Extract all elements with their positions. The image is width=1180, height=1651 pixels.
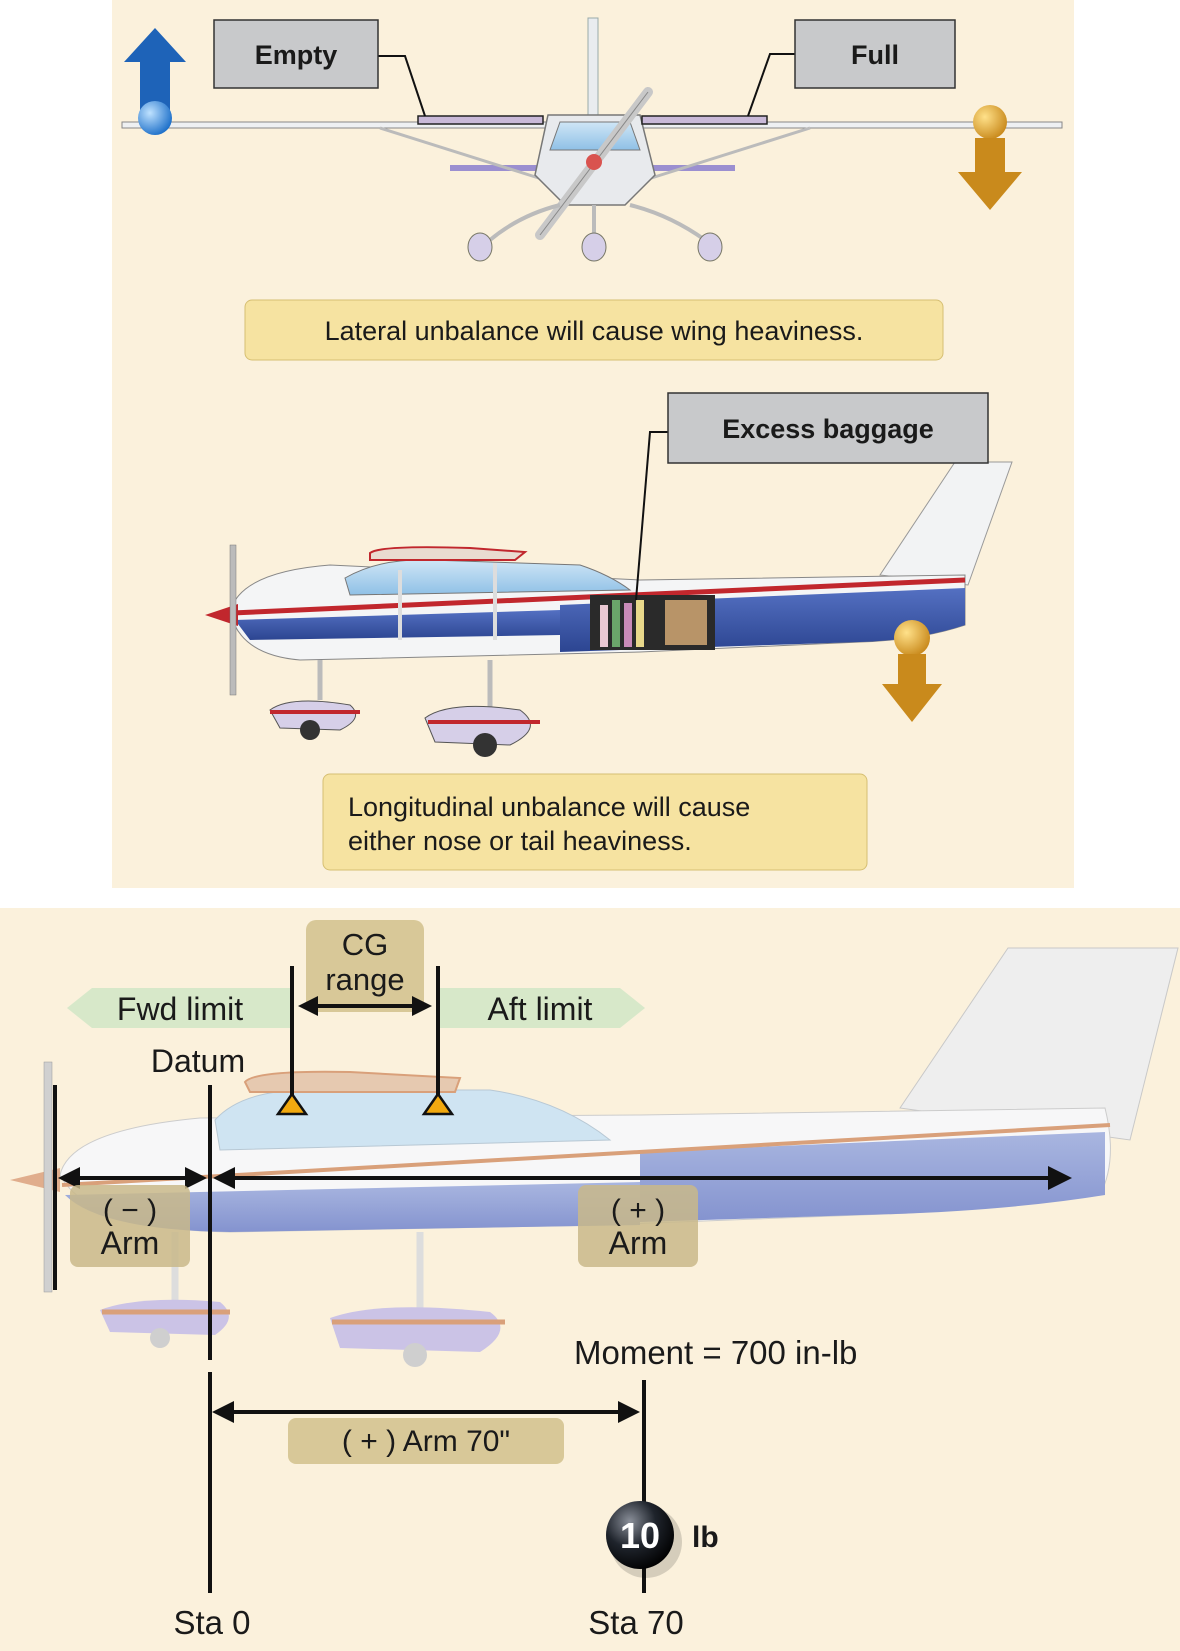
lateral-caption: Lateral unbalance will cause wing heavin… [244, 299, 944, 361]
moment-label: Moment = 700 in-lb [574, 1334, 857, 1371]
longitudinal-caption: Longitudinal unbalance will cause either… [322, 773, 868, 871]
fwd-limit-banner: Fwd limit [67, 988, 290, 1028]
negative-arm-arrow [58, 1167, 207, 1189]
negative-arm-line2: Arm [101, 1225, 160, 1261]
cg-label-line2: range [325, 962, 404, 997]
cg-range-label: CG range [306, 920, 424, 1012]
cg-label-line1: CG [342, 927, 389, 962]
empty-callout: Empty [213, 19, 426, 117]
cg-range-arrow [298, 996, 432, 1016]
lateral-caption-text: Lateral unbalance will cause wing heavin… [325, 316, 864, 346]
longitudinal-caption-line2: either nose or tail heaviness. [348, 826, 692, 856]
negative-arm-label: ( − ) Arm [70, 1185, 190, 1267]
down-arrow-icon [882, 620, 942, 722]
bottom-panel: CG range Fwd limit Aft limit Datum [0, 908, 1180, 1651]
fwd-limit-marker [275, 1091, 309, 1116]
positive-arm-line1: ( + ) [611, 1194, 665, 1227]
arm-70-arrow [212, 1401, 640, 1423]
baggage-label: Excess baggage [722, 414, 934, 444]
full-callout: Full [747, 19, 956, 117]
top-panel: Empty Full Lateral unbalance will cause … [112, 0, 1074, 888]
weight-value: 10 [620, 1515, 660, 1556]
sta-70-label: Sta 70 [588, 1604, 683, 1641]
baggage-callout: Excess baggage [635, 392, 989, 601]
arm-70-label: ( + ) Arm 70" [288, 1418, 564, 1464]
weight-unit: lb [692, 1521, 719, 1554]
front-view-aircraft [121, 17, 1063, 262]
up-arrow-icon [124, 28, 186, 135]
positive-arm-label: ( + ) Arm [578, 1185, 698, 1267]
sta-0-label: Sta 0 [173, 1604, 250, 1641]
positive-arm-arrow [213, 1166, 1072, 1190]
aft-limit-marker [421, 1091, 455, 1116]
positive-arm-line2: Arm [609, 1225, 668, 1261]
aft-limit-label: Aft limit [488, 991, 593, 1027]
empty-label: Empty [255, 40, 338, 70]
full-label: Full [851, 40, 899, 70]
side-view-aircraft [205, 461, 1013, 757]
down-arrow-icon [958, 105, 1022, 210]
weight-ball-icon: 10 [606, 1501, 682, 1578]
aft-limit-banner: Aft limit [438, 988, 645, 1028]
fwd-limit-label: Fwd limit [117, 991, 243, 1027]
negative-arm-line1: ( − ) [103, 1194, 157, 1227]
datum-label: Datum [151, 1043, 245, 1079]
arm-70-text: ( + ) Arm 70" [342, 1425, 510, 1458]
propeller-icon [535, 87, 653, 240]
longitudinal-caption-line1: Longitudinal unbalance will cause [348, 792, 750, 822]
